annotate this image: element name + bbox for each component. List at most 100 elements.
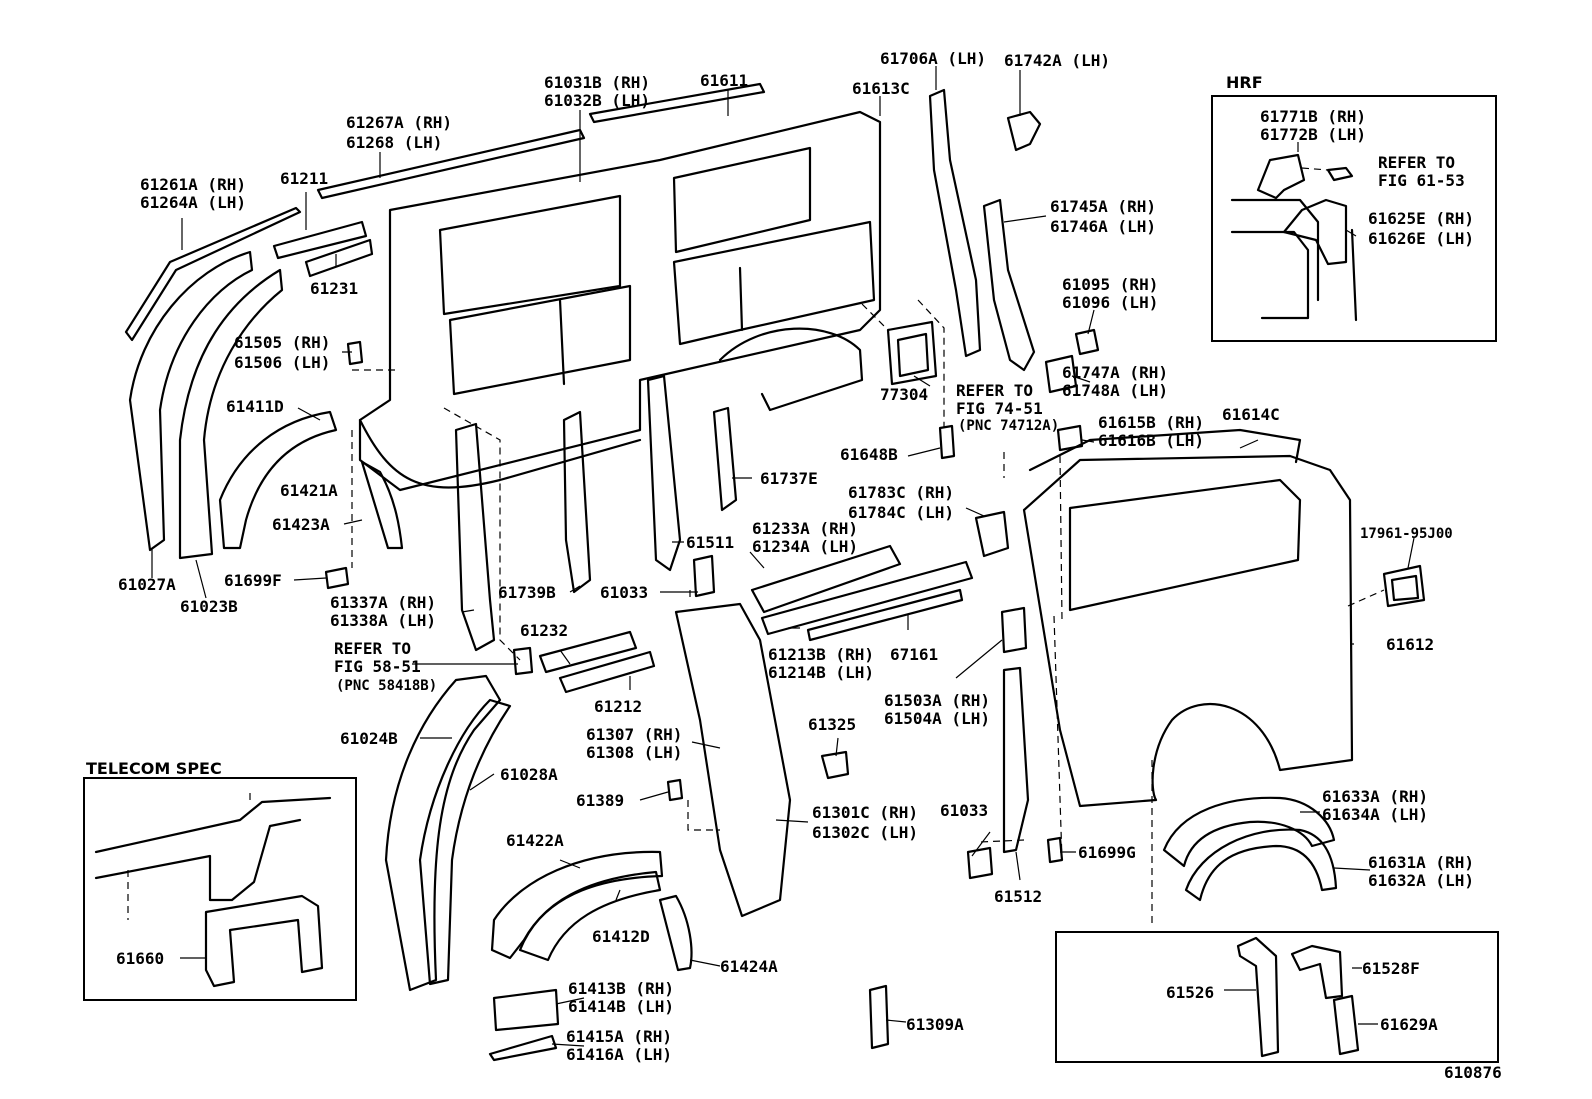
label-61307: 61307 (RH) [586, 725, 682, 744]
label-61411d: 61411D [226, 397, 284, 416]
label-61747a: 61747A (RH) [1062, 363, 1168, 382]
clip-61648b [938, 424, 956, 460]
bracket-61783c [974, 510, 1010, 558]
label-61302c: 61302C (LH) [812, 823, 918, 842]
part-61528f-drawing [1290, 944, 1344, 1000]
label-61706a: 61706A (LH) [880, 49, 986, 68]
label-61023b: 61023B [180, 597, 238, 616]
dash-lines [351, 299, 1385, 926]
pillar-61706a [928, 88, 982, 358]
rocker-61232 [538, 630, 638, 674]
telecom-inset: TELECOM SPEC [83, 759, 357, 1001]
label-refer58-3: (PNC 58418B) [336, 678, 437, 694]
label-61422a: 61422A [506, 831, 564, 850]
label-61739b: 61739B [498, 583, 556, 602]
label-61234a: 61234A (LH) [752, 537, 858, 556]
hrf-bracket-small [1326, 166, 1354, 182]
wheelhouse-61631a [1184, 828, 1338, 902]
diagram-id: 610876 [1444, 1063, 1502, 1082]
fuel-door-17961 [1382, 564, 1426, 608]
label-61301c: 61301C (RH) [812, 803, 918, 822]
label-61413b: 61413B (RH) [568, 979, 674, 998]
label-refer61-2: FIG 61-53 [1378, 171, 1465, 190]
label-refer74-3: (PNC 74712A) [958, 418, 1059, 434]
part-61629a-drawing [1332, 994, 1360, 1056]
sill-61213b [760, 560, 974, 636]
bracket-61747a [1044, 354, 1078, 394]
roof-rail-61611 [588, 82, 766, 124]
pillar-61337a [454, 422, 496, 652]
label-61745a: 61745A (RH) [1050, 197, 1156, 216]
pillar-61028a [418, 698, 512, 986]
label-61737e: 61737E [760, 469, 818, 488]
pillar-61739b [562, 410, 592, 594]
label-refer74-1: REFER TO [956, 381, 1033, 400]
bracket-61033a [692, 554, 716, 598]
label-61783c: 61783C (RH) [848, 483, 954, 502]
label-refer74-2: FIG 74-51 [956, 399, 1043, 418]
label-61232: 61232 [520, 621, 568, 640]
label-61511: 61511 [686, 533, 734, 552]
label-61616b: 61616B (LH) [1098, 431, 1204, 450]
clip-61699f [324, 566, 350, 590]
housing-61412d [518, 870, 662, 962]
label-61528f: 61528F [1362, 959, 1420, 978]
label-61503a: 61503A (RH) [884, 691, 990, 710]
extension-61424a [658, 894, 693, 972]
label-61095: 61095 (RH) [1062, 275, 1158, 294]
quarter-window [1068, 478, 1302, 612]
label-61261a: 61261A (RH) [140, 175, 246, 194]
bracket-61503a [1000, 606, 1028, 654]
label-61625e: 61625E (RH) [1368, 209, 1474, 228]
pillar-61745a [982, 198, 1036, 372]
label-61614c: 61614C [1222, 405, 1280, 424]
label-61648b: 61648B [840, 445, 898, 464]
rocker-61212 [558, 650, 656, 694]
label-61032b: 61032B (LH) [544, 91, 650, 110]
label-61771b: 61771B (RH) [1260, 107, 1366, 126]
label-61506: 61506 (LH) [234, 353, 330, 372]
bracket-61415a [488, 1034, 558, 1062]
pillar-61511 [646, 374, 682, 572]
bracket-61033b [966, 846, 994, 880]
center-panel-window-1 [438, 194, 622, 316]
brace-61737e [712, 406, 738, 512]
sill-67161 [806, 588, 964, 642]
label-77304: 77304 [880, 385, 928, 404]
label-61338a: 61338A (LH) [330, 611, 436, 630]
label-61626e: 61626E (LH) [1368, 229, 1474, 248]
bracket-61325 [820, 750, 850, 780]
label-61212: 61212 [594, 697, 642, 716]
pillar-61024b [384, 674, 502, 992]
label-61629a: 61629A [1380, 1015, 1438, 1034]
leader-lines [151, 66, 1415, 1047]
vent-77304 [886, 320, 938, 386]
roof-rail-61267 [316, 128, 586, 200]
label-61213b: 61213B (RH) [768, 645, 874, 664]
label-refer61-1: REFER TO [1378, 153, 1455, 172]
sill-61233a [750, 544, 902, 614]
main-drawings [124, 82, 1426, 1062]
label-61389: 61389 [576, 791, 624, 810]
label-61416a: 61416A (LH) [566, 1045, 672, 1064]
label-61028a: 61028A [500, 765, 558, 784]
part-labels: 61706A (LH) 61742A (LH) 61031B (RH) 6103… [116, 49, 1502, 1082]
inner-panel-61023b [178, 268, 284, 560]
center-panel-inner-2 [672, 220, 876, 346]
bracket-61095 [1074, 328, 1100, 356]
label-61325: 61325 [808, 715, 856, 734]
label-61633a: 61633A (RH) [1322, 787, 1428, 806]
label-61742a: 61742A (LH) [1004, 51, 1110, 70]
label-61309a: 61309A [906, 1015, 964, 1034]
label-61424a: 61424A [720, 957, 778, 976]
clip-61505 [346, 340, 364, 366]
label-61634a: 61634A (LH) [1322, 805, 1428, 824]
brace-61309a [868, 984, 890, 1050]
telecom-body-outline [94, 796, 332, 902]
bracket-61413b [492, 988, 560, 1032]
clip-61615b [1056, 424, 1084, 452]
wheelhouse-61633a [1162, 796, 1336, 868]
hrf-inset: HRF [1211, 73, 1497, 342]
hrf-title: HRF [1226, 73, 1263, 92]
